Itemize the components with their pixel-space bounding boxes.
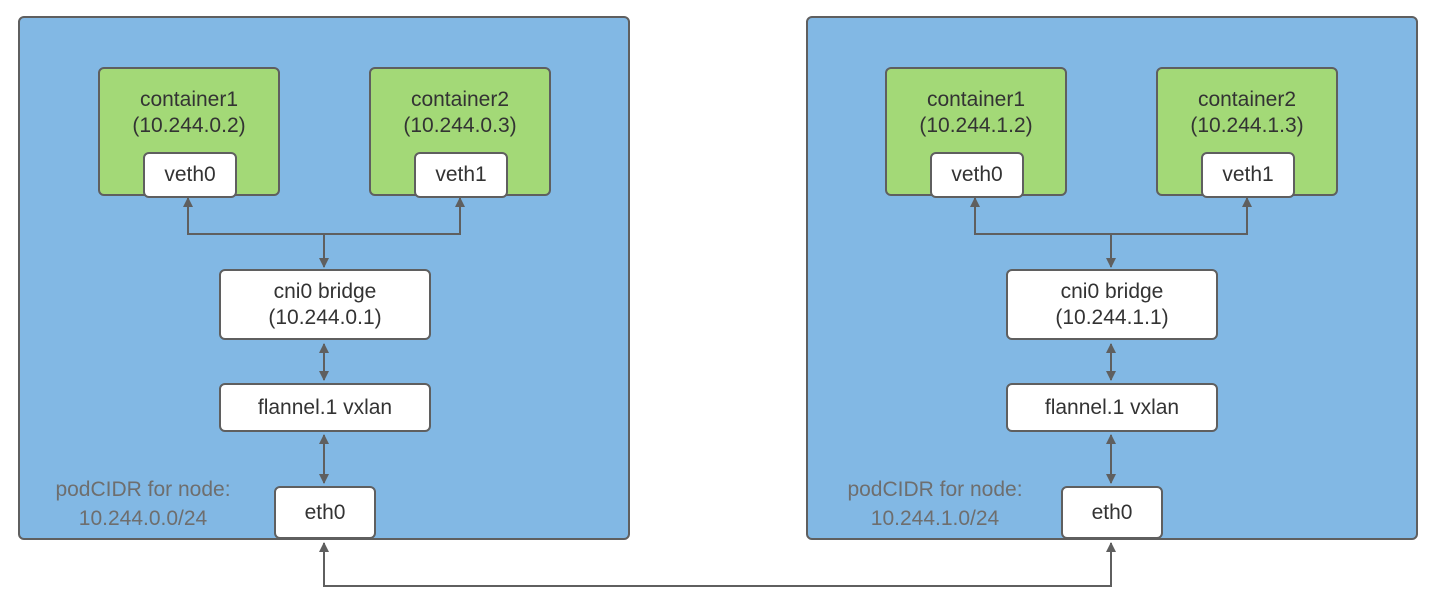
bridge-name: cni0 bridge [1060, 279, 1164, 303]
inter-node-eth-link [319, 542, 1116, 587]
node-1-flannel-vxlan: flannel.1 vxlan [1006, 383, 1218, 432]
bridge-ip: (10.244.1.1) [1055, 305, 1169, 329]
node-1-eth0: eth0 [1061, 486, 1163, 539]
node-1-container2: container2 (10.244.1.3) veth1 [1156, 67, 1338, 198]
podcidr-label: podCIDR for node: [55, 478, 231, 501]
node-0-container2: container2 (10.244.0.3) veth1 [369, 67, 551, 198]
node-0-veth1: veth1 [414, 152, 508, 198]
container-ip: (10.244.1.2) [919, 114, 1033, 137]
container-ip: (10.244.0.2) [132, 114, 246, 137]
container-name: container1 [139, 88, 239, 111]
node-1-veth1: veth1 [1201, 152, 1295, 198]
podcidr-label: podCIDR for node: [847, 478, 1023, 501]
container-name: container2 [410, 88, 510, 111]
container-name: container2 [1197, 88, 1297, 111]
node-0-veth0: veth0 [143, 152, 237, 198]
node-0-podcidr: podCIDR for node: 10.244.0.0/24 [30, 475, 256, 533]
bridge-name: cni0 bridge [273, 279, 377, 303]
node-0-container1: container1 (10.244.0.2) veth0 [98, 67, 280, 198]
podcidr-value: 10.244.1.0/24 [870, 507, 1000, 530]
node-0-eth0: eth0 [274, 486, 376, 539]
node-1-container1: container1 (10.244.1.2) veth0 [885, 67, 1067, 198]
container-ip: (10.244.1.3) [1190, 114, 1304, 137]
node-1-podcidr: podCIDR for node: 10.244.1.0/24 [822, 475, 1048, 533]
node-1-veth0: veth0 [930, 152, 1024, 198]
container-name: container1 [926, 88, 1026, 111]
podcidr-value: 10.244.0.0/24 [78, 507, 208, 530]
bridge-ip: (10.244.0.1) [268, 305, 382, 329]
node-0-cni0-bridge: cni0 bridge (10.244.0.1) [219, 269, 431, 340]
node-1-cni0-bridge: cni0 bridge (10.244.1.1) [1006, 269, 1218, 340]
node-0-flannel-vxlan: flannel.1 vxlan [219, 383, 431, 432]
container-ip: (10.244.0.3) [403, 114, 517, 137]
